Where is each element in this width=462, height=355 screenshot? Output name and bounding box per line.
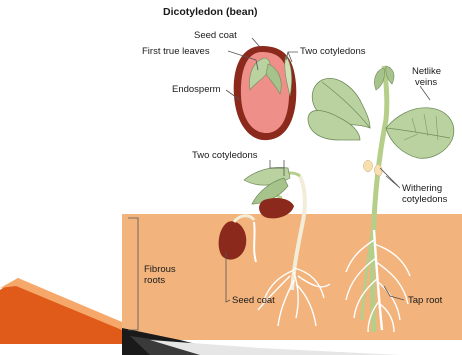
diagram-title: Dicotyledon (bean) [163,6,258,18]
label-seed-coat-top: Seed coat [194,30,237,41]
label-endosperm: Endosperm [172,84,221,95]
label-fibrous-roots-line2: roots [144,275,165,286]
label-two-cotyledons-mid: Two cotyledons [192,150,258,161]
label-two-cotyledons-top: Two cotyledons [300,46,366,57]
label-tap-root: Tap root [408,295,443,306]
seed-cross-section [234,46,297,140]
label-fibrous-roots-line1: Fibrous [144,264,176,275]
label-netlike-veins-line2: veins [415,77,437,88]
label-netlike-veins-line1: Netlike [412,66,441,77]
label-withering-cotyledons-line1: Withering [402,183,442,194]
label-seed-coat-bottom: Seed coat [232,295,275,306]
label-first-true-leaves: First true leaves [142,46,210,57]
label-withering-cotyledons-line2: cotyledons [402,194,448,205]
